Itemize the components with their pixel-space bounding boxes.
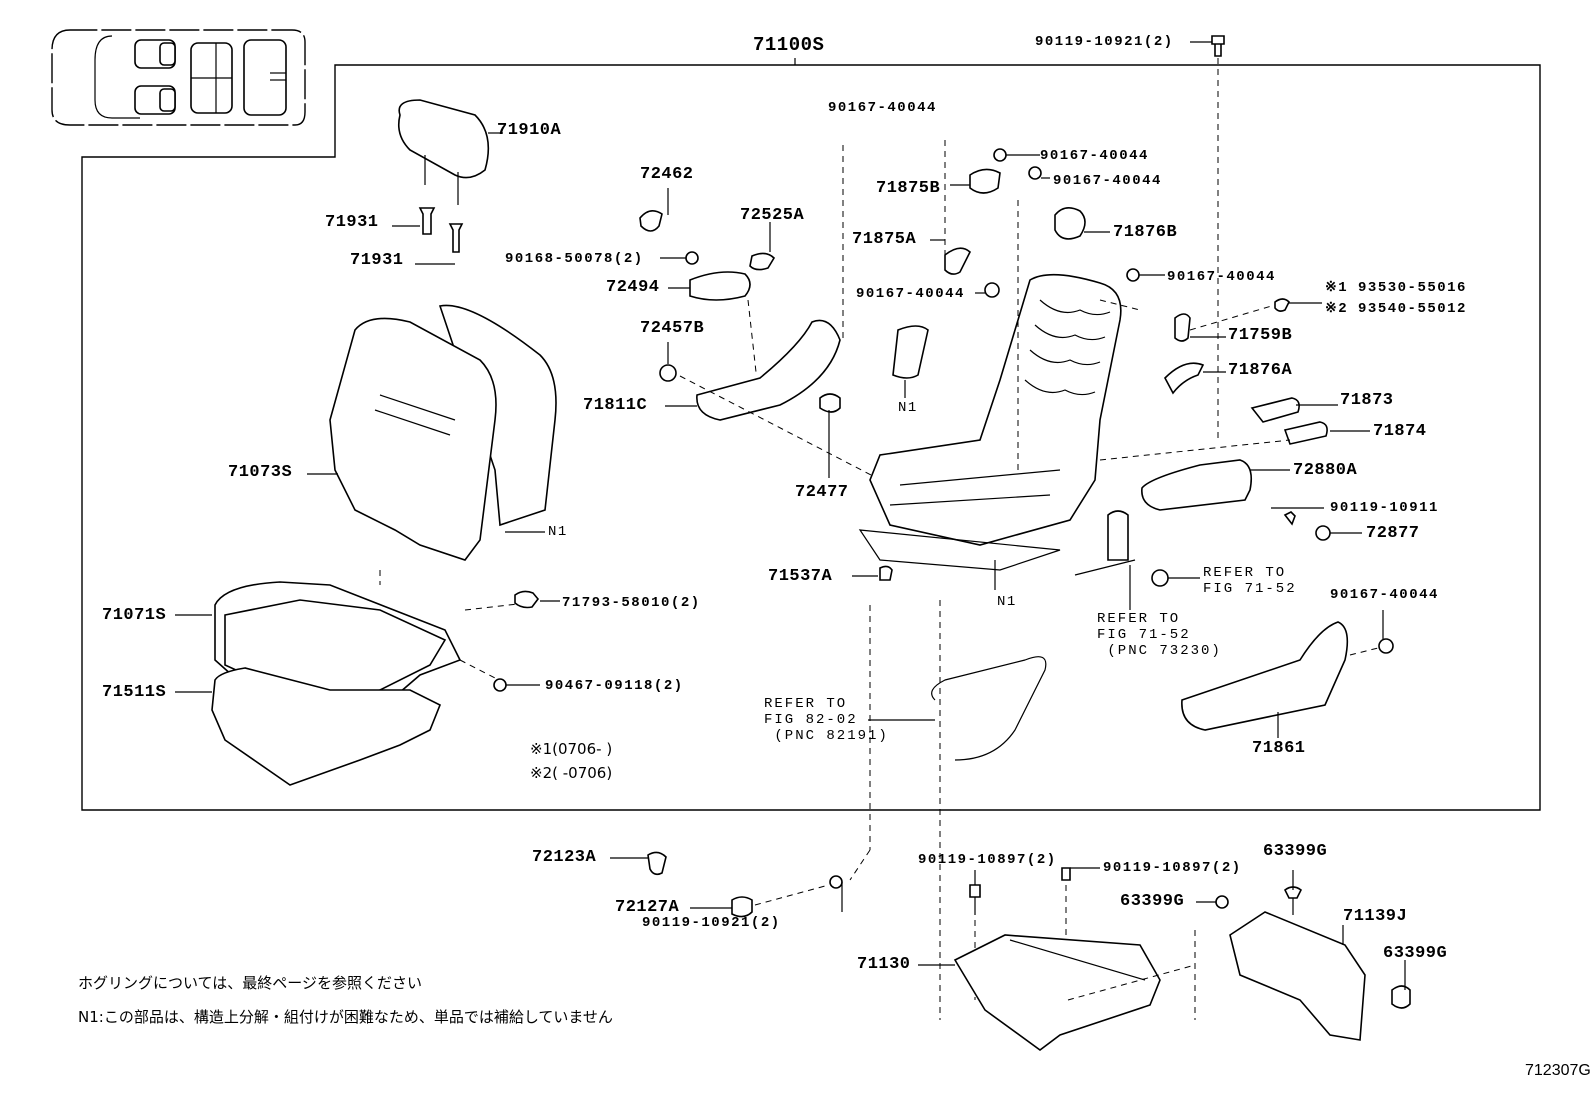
vehicle-seat-locator-icon (51, 29, 306, 126)
part-label-90467-09118[interactable]: 90467-09118(2) (545, 678, 684, 694)
part-label-90119-10911[interactable]: 90119-10911 (1330, 500, 1439, 516)
part-label-90167-40044[interactable]: 90167-40044 (1167, 269, 1276, 285)
part-label-N1-frame[interactable]: N1 (997, 594, 1017, 610)
part-label-71511S[interactable]: 71511S (102, 683, 167, 702)
part-label-63399G[interactable]: 63399G (1383, 944, 1448, 963)
part-label-72462[interactable]: 72462 (640, 165, 694, 184)
part-label-71910A[interactable]: 71910A (497, 121, 562, 140)
seatback-drawing (307, 304, 557, 585)
part-label-N1-back[interactable]: N1 (548, 524, 568, 540)
part-label-90168-50078[interactable]: 90168-50078(2) (505, 251, 644, 267)
reference-fig-71-52-pnc-73230[interactable]: REFER TO FIG 71-52 (PNC 73230) (1097, 611, 1222, 659)
part-label-90167-40044[interactable]: 90167-40044 (1040, 148, 1149, 164)
part-label-90119-10921-bottom[interactable]: 90119-10921(2) (642, 915, 781, 931)
footnote-n1: N1:この部品は、構造上分解・組付けが困難なため、単品では補給していません (78, 1008, 613, 1026)
part-label-71130[interactable]: 71130 (857, 955, 911, 974)
part-label-71931[interactable]: 71931 (325, 213, 379, 232)
part-label-90119-10897[interactable]: 90119-10897(2) (1103, 860, 1242, 876)
legend-note-2: ※2( -0706) (530, 764, 613, 782)
part-label-71811C[interactable]: 71811C (583, 396, 648, 415)
part-label-71873[interactable]: 71873 (1340, 391, 1394, 410)
right-parts-drawing (930, 148, 1394, 738)
seat-frame-drawing (852, 140, 1200, 1020)
part-label-71861[interactable]: 71861 (1252, 739, 1306, 758)
reference-fig-82-02-pnc-82191[interactable]: REFER TO FIG 82-02 (PNC 82191) (764, 696, 889, 744)
armrest-parts-drawing (639, 145, 901, 491)
legend-note-1: ※1(0706- ) (530, 740, 613, 758)
part-label-72880A[interactable]: 72880A (1293, 461, 1358, 480)
part-label-63399G[interactable]: 63399G (1263, 842, 1328, 861)
part-label-90167-40044[interactable]: 90167-40044 (828, 100, 937, 116)
part-label-71139J[interactable]: 71139J (1343, 907, 1408, 926)
part-label-71876A[interactable]: 71876A (1228, 361, 1293, 380)
part-label-71874[interactable]: 71874 (1373, 422, 1427, 441)
part-label-N1-armrest[interactable]: N1 (898, 400, 918, 416)
part-label-71759B[interactable]: 71759B (1228, 326, 1293, 345)
diagram-frame (81, 64, 1541, 811)
part-label-71073S[interactable]: 71073S (228, 463, 293, 482)
part-label-71537A[interactable]: 71537A (768, 567, 833, 586)
part-label-72494[interactable]: 72494 (606, 278, 660, 297)
part-label-90167-40044[interactable]: 90167-40044 (1330, 587, 1439, 603)
part-label-71793-58010[interactable]: 71793-58010(2) (562, 595, 701, 611)
figure-number: 712307G (1525, 1062, 1591, 1079)
assembly-label[interactable]: 71100S (753, 34, 825, 56)
part-label-71875B[interactable]: 71875B (876, 179, 941, 198)
part-label-72123A[interactable]: 72123A (532, 848, 597, 867)
part-label-93540-55012[interactable]: ※2 93540-55012 (1325, 301, 1467, 317)
part-label-72525A[interactable]: 72525A (740, 206, 805, 225)
part-label-90167-40044[interactable]: 90167-40044 (1053, 173, 1162, 189)
part-label-93530-55016[interactable]: ※1 93530-55016 (1325, 280, 1467, 296)
footnote-hog-ring: ホグリングについては、最終ページを参照ください (78, 974, 422, 992)
lower-parts-drawing (610, 849, 1411, 1051)
seat-cushion-drawing (175, 581, 560, 786)
part-label-90167-40044[interactable]: 90167-40044 (856, 286, 965, 302)
part-label-71875A[interactable]: 71875A (852, 230, 917, 249)
reference-fig-71-52[interactable]: REFER TO FIG 71-52 (1203, 565, 1297, 597)
headrest-drawing (392, 99, 503, 265)
part-label-90119-10921-top[interactable]: 90119-10921(2) (1035, 34, 1174, 50)
part-label-63399G[interactable]: 63399G (1120, 892, 1185, 911)
part-label-71071S[interactable]: 71071S (102, 606, 167, 625)
part-label-71931[interactable]: 71931 (350, 251, 404, 270)
part-label-72477[interactable]: 72477 (795, 483, 849, 502)
part-label-72457B[interactable]: 72457B (640, 319, 705, 338)
part-label-72877[interactable]: 72877 (1366, 524, 1420, 543)
part-label-71876B[interactable]: 71876B (1113, 223, 1178, 242)
part-label-90119-10897[interactable]: 90119-10897(2) (918, 852, 1057, 868)
part-label-72127A[interactable]: 72127A (615, 898, 680, 917)
